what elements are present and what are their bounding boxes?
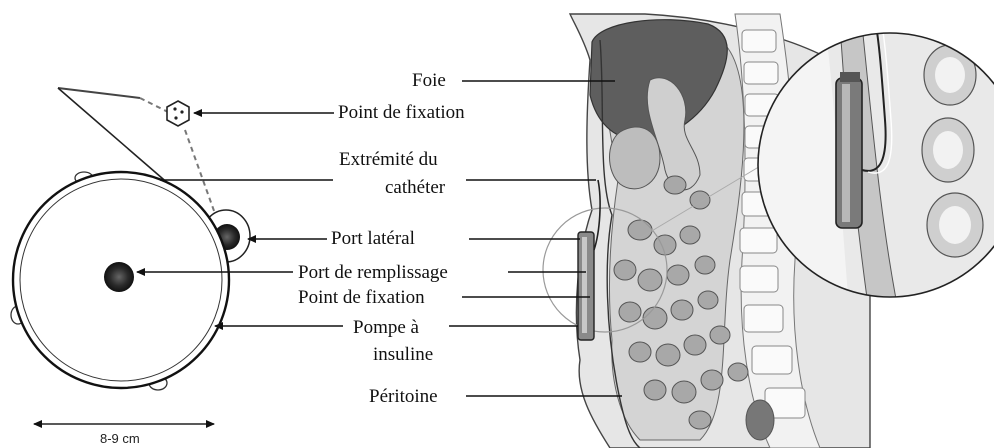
label-catheter-1: Extrémité du <box>339 149 438 170</box>
filling-port-dot <box>104 262 134 292</box>
scale-bar: 8-9 cm <box>34 424 214 446</box>
label-fixation-bottom: Point de fixation <box>298 287 425 308</box>
label-port-remplissage: Port de remplissage <box>298 262 448 283</box>
scale-label: 8-9 cm <box>100 431 140 446</box>
label-port-lateral: Port latéral <box>331 228 415 249</box>
label-pompe-2: insuline <box>373 344 433 365</box>
label-pompe-1: Pompe à <box>353 317 420 338</box>
label-peritoine: Péritoine <box>369 386 438 407</box>
stomach <box>610 127 661 189</box>
label-fixation-top: Point de fixation <box>338 102 465 123</box>
pump-top-view: 8-9 cm <box>11 88 250 446</box>
fixation-point-hexagon <box>167 101 189 126</box>
label-catheter-2: cathéter <box>385 177 446 198</box>
pump-body <box>13 172 229 388</box>
label-foie: Foie <box>412 70 446 91</box>
